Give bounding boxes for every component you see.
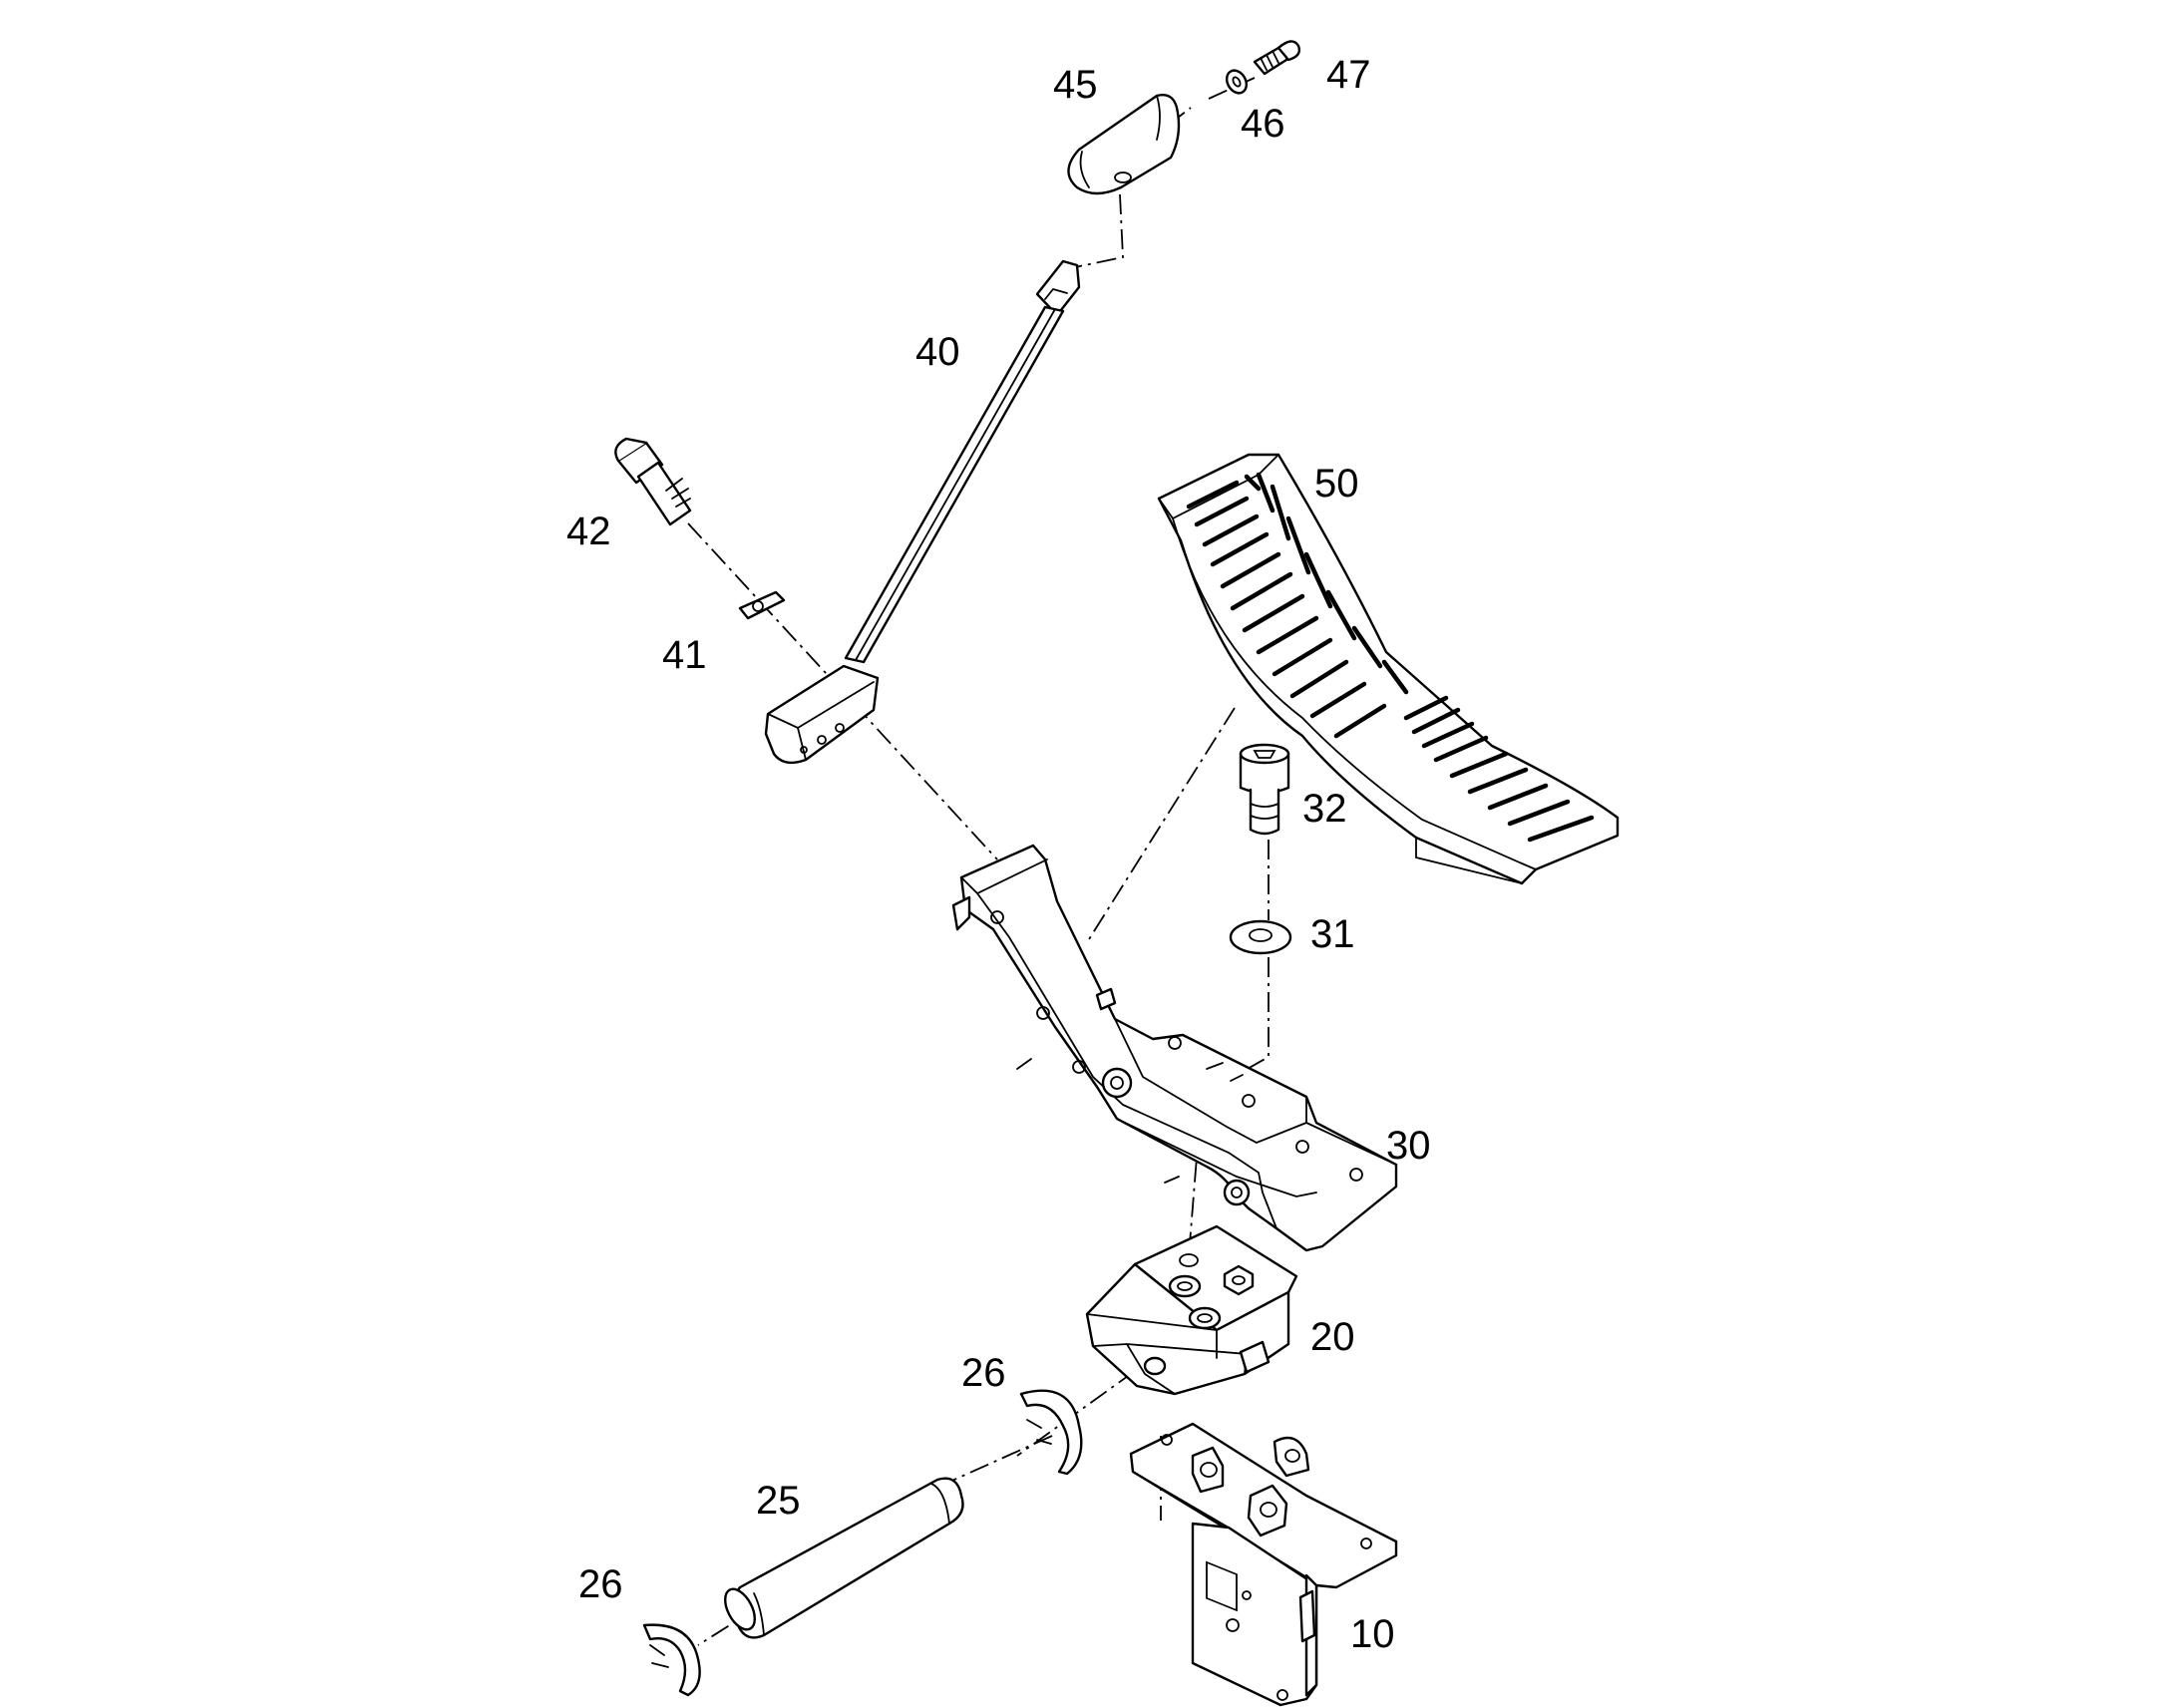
part-25-pin	[724, 1477, 964, 1639]
part-26-eclip-lower	[642, 1623, 701, 1697]
callout-31: 31	[1310, 912, 1355, 956]
part-30-bracket	[951, 844, 1398, 1252]
callout-labels: 47 45 46 40 50 42 41 32 31 30 20 26 25 2…	[566, 53, 1431, 1656]
callout-50: 50	[1314, 462, 1359, 506]
part-26-eclip-upper	[1019, 1389, 1083, 1476]
assembly-leader-lines	[687, 77, 1270, 1646]
part-40-lever	[764, 259, 1081, 765]
callout-45: 45	[1053, 63, 1098, 107]
part-10-base-bracket	[1129, 1422, 1398, 1707]
part-32-cap-screw	[1239, 743, 1290, 836]
part-42-bolt	[614, 437, 692, 526]
callout-42: 42	[566, 510, 611, 553]
callout-10: 10	[1350, 1612, 1395, 1656]
callout-32: 32	[1302, 787, 1347, 831]
callout-46: 46	[1241, 102, 1285, 146]
pedal-tread-ribs	[1186, 472, 1595, 843]
part-31-washer	[1229, 919, 1292, 955]
callout-25: 25	[756, 1479, 801, 1523]
part-20-block	[1085, 1224, 1298, 1396]
part-47-screw	[1253, 40, 1301, 76]
callout-26-upper: 26	[961, 1351, 1006, 1395]
callout-40: 40	[915, 330, 960, 374]
callout-26-lower: 26	[578, 1562, 623, 1606]
callout-30: 30	[1386, 1124, 1431, 1168]
callout-20: 20	[1310, 1315, 1355, 1359]
part-50-pedal-pad	[1157, 453, 1620, 885]
callout-41: 41	[662, 633, 707, 677]
part-46-washer	[1225, 69, 1249, 95]
part-45-knob	[1067, 94, 1181, 195]
part-41-clip	[738, 590, 786, 620]
callout-47: 47	[1326, 53, 1371, 97]
